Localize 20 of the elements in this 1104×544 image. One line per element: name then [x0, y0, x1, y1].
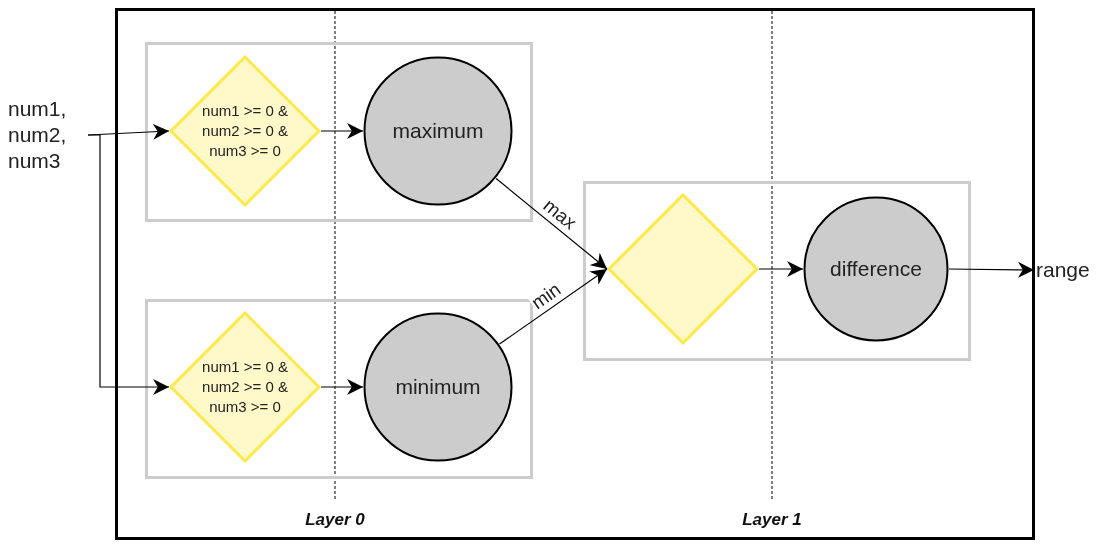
node-text: minimum	[395, 374, 481, 401]
group-box	[583, 181, 971, 361]
io-label: range	[1036, 256, 1091, 283]
node-text: num1 >= 0 & num2 >= 0 & num3 >= 0	[201, 356, 289, 418]
layer-label: Layer 1	[742, 509, 802, 531]
arrow	[758, 261, 804, 277]
node-text: num1 >= 0 & num2 >= 0 & num3 >= 0	[201, 100, 289, 162]
arrow	[495, 177, 608, 270]
arrow	[948, 261, 1035, 278]
group-box	[145, 299, 533, 479]
group-box	[145, 42, 533, 222]
layer-label: Layer 0	[305, 509, 365, 531]
arrow	[320, 123, 364, 139]
arrow	[320, 379, 364, 395]
arrow	[498, 268, 608, 345]
frame-box	[115, 8, 1035, 540]
io-label: num1, num2, num3	[8, 95, 68, 175]
node-text: maximum	[392, 118, 484, 145]
node-text: difference	[830, 256, 922, 283]
arrow	[87, 134, 170, 395]
